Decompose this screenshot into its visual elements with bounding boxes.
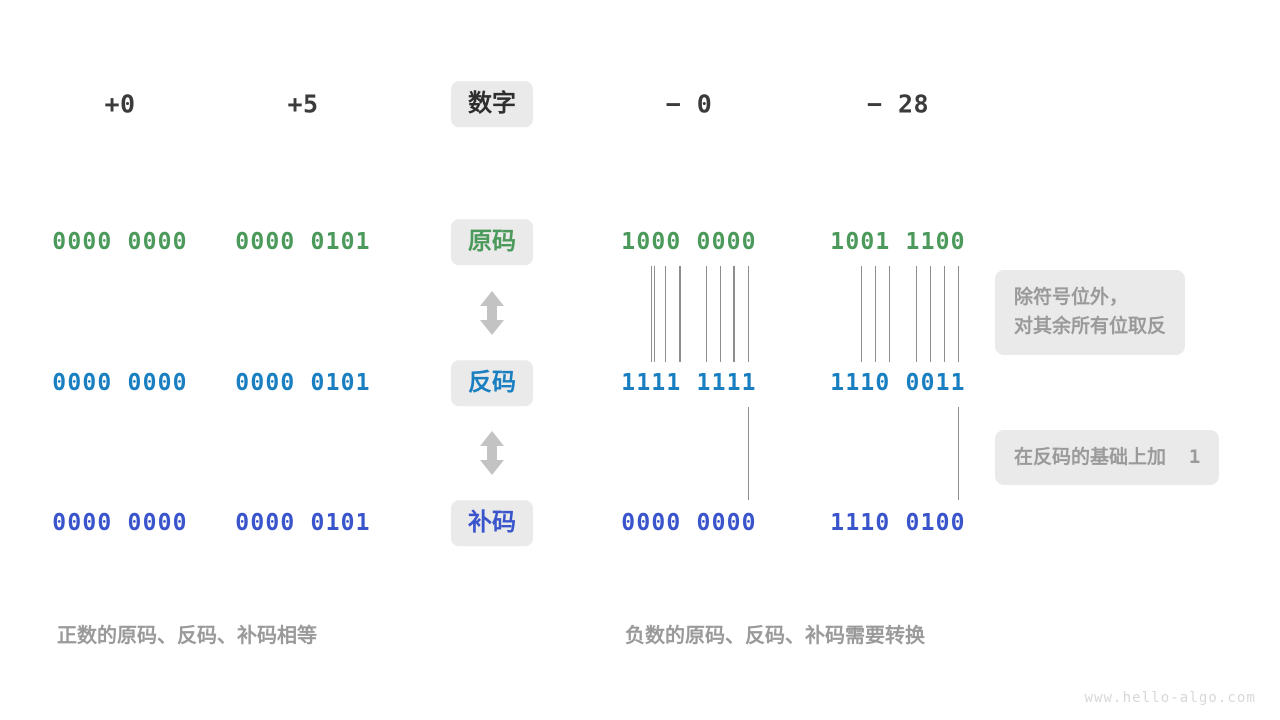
double-arrow-icon-true-to-ones <box>477 289 507 337</box>
connector-line-bit7 <box>944 266 945 362</box>
note-add-one-text: 在反码的基础上加 <box>1014 446 1167 468</box>
twos-complement-minus-twentyeight-bits: 1110 0100 <box>830 510 966 536</box>
ones-complement-plus-zero-bits: 0000 0000 <box>52 370 188 396</box>
twos-complement-plus-zero-bits: 0000 0000 <box>52 510 188 536</box>
connector-line-bit8 <box>748 266 749 362</box>
watermark: www.hello-algo.com <box>1084 690 1256 706</box>
note-add-one-value: 1 <box>1188 446 1201 468</box>
connector-line-bit5 <box>916 266 917 362</box>
true-form-plus-zero-bits: 0000 0000 <box>52 229 188 255</box>
connector-line-bit4 <box>679 266 680 362</box>
connector-line-bit2 <box>651 266 652 362</box>
note-invert-bits-line2: 对其余所有位取反 <box>1014 315 1167 338</box>
caption-positive-numbers: 正数的原码、反码、补码相等 <box>57 623 317 647</box>
row-label-twos-complement: 补码 <box>451 500 533 546</box>
connector-line-carry-minus-zero <box>748 407 749 500</box>
note-invert-bits-line1: 除符号位外， <box>1014 286 1129 308</box>
connector-line-bit4 <box>889 266 890 362</box>
connector-line-bit8 <box>958 266 959 362</box>
connector-line-bit3 <box>665 266 666 362</box>
true-form-minus-zero-bits: 1000 0000 <box>621 229 757 255</box>
connector-line-bit6 <box>930 266 931 362</box>
row-label-true-form: 原码 <box>451 219 533 265</box>
connector-line <box>654 266 655 362</box>
connector-line-bit6 <box>720 266 721 362</box>
note-invert-bits: 除符号位外， 对其余所有位取反 <box>995 270 1186 355</box>
row-label-ones-complement: 反码 <box>451 360 533 406</box>
twos-complement-plus-five-bits: 0000 0101 <box>235 510 371 536</box>
connector-line-carry-minus-twentyeight <box>958 407 959 500</box>
caption-negative-numbers: 负数的原码、反码、补码需要转换 <box>625 623 925 647</box>
ones-complement-minus-twentyeight-bits: 1110 0011 <box>830 370 966 396</box>
header-value-minus-zero: − 0 <box>665 89 713 119</box>
header-value-plus-zero: +0 <box>104 89 136 119</box>
ones-complement-plus-five-bits: 0000 0101 <box>235 370 371 396</box>
twos-complement-minus-zero-bits: 0000 0000 <box>621 510 757 536</box>
connector-line-bit2 <box>861 266 862 362</box>
header-value-plus-five: +5 <box>287 89 319 119</box>
true-form-plus-five-bits: 0000 0101 <box>235 229 371 255</box>
true-form-minus-twentyeight-bits: 1001 1100 <box>830 229 966 255</box>
note-add-one: 在反码的基础上加 1 <box>995 430 1220 486</box>
connector-line-bit7 <box>734 266 735 362</box>
header-badge-number: 数字 <box>451 81 533 127</box>
connector-line <box>680 266 681 362</box>
connector-line <box>733 266 734 362</box>
double-arrow-icon-ones-to-twos <box>477 429 507 477</box>
connector-line-bit5 <box>706 266 707 362</box>
header-value-minus-twentyeight: − 28 <box>866 89 930 119</box>
ones-complement-minus-zero-bits: 1111 1111 <box>621 370 757 396</box>
connector-line-bit3 <box>875 266 876 362</box>
